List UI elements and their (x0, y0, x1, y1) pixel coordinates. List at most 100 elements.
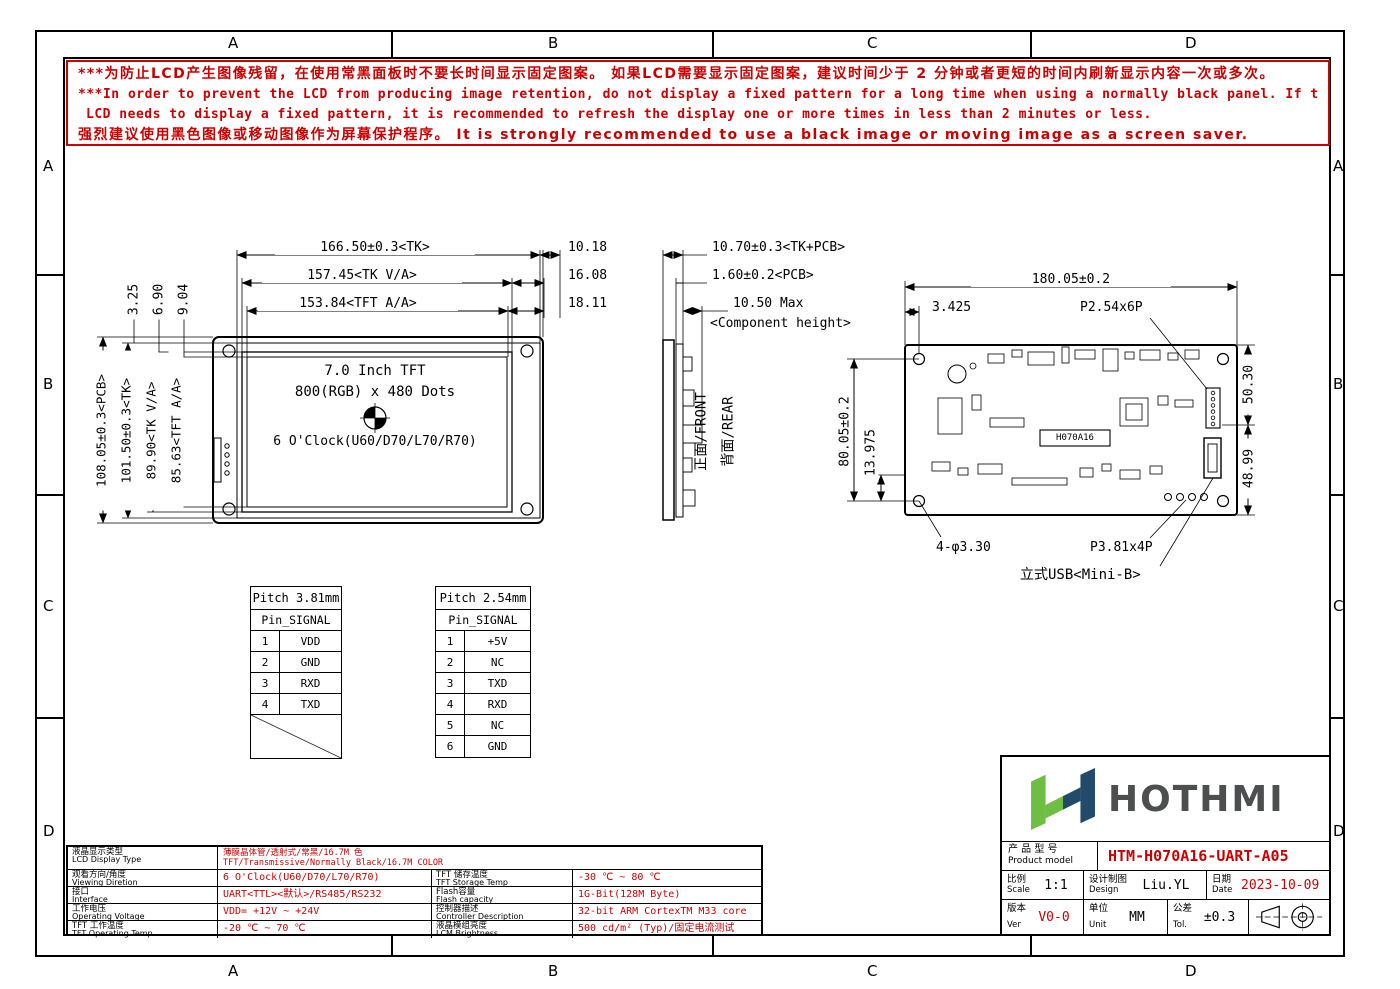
frame-tick (35, 494, 63, 496)
dim-front-height-tftaa: 85.63<TFT A/A> (168, 350, 184, 511)
spec-row-display-type: 液晶显示类型 LCD Display Type 薄膜晶体管/透射式/常黑/16.… (68, 847, 761, 870)
pin-signal: NC (490, 655, 505, 669)
pin-table-diagonal-cell (251, 715, 341, 758)
dim-front-top-3: 9.04 (176, 279, 192, 320)
dim-side-component-note: <Component height> (708, 316, 853, 331)
warning-line-en-2: LCD needs to display a fixed pattern, it… (86, 107, 1152, 122)
pin-number: 4 (251, 694, 280, 714)
pin-signal: TXD (300, 697, 321, 711)
unit-value: MM (1129, 909, 1145, 925)
pin-number: 2 (251, 652, 280, 672)
rear-usb-label: 立式USB<Mini-B> (1018, 567, 1143, 583)
grid-label-top-d: D (1185, 34, 1197, 52)
pin-row: 3 TXD (436, 673, 530, 694)
pin-number: 5 (436, 715, 465, 735)
pin-table-381-title: Pitch 3.81mm (251, 587, 341, 610)
pin-signal: TXD (487, 676, 508, 690)
dim-front-top-2: 6.90 (151, 279, 167, 320)
frame-tick (1331, 494, 1345, 496)
frame-tick (35, 717, 63, 719)
grid-label-right-c: C (1333, 597, 1344, 615)
spec-label-cn: 液晶显示类型 (72, 847, 124, 857)
rear-connector-top-label: P2.54x6P (1078, 300, 1145, 315)
pin-signal: RXD (300, 676, 321, 690)
hothmi-logo-icon (1031, 768, 1095, 830)
front-view-viewing-label: 6 O'Clock(U60/D70/L70/R70) (273, 434, 477, 449)
pin-row: 2 GND (251, 652, 341, 673)
design-value: Liu.YL (1142, 877, 1190, 893)
pin-table-381-header: Pin_SIGNAL (251, 610, 341, 631)
spec-table: 液晶显示类型 LCD Display Type 薄膜晶体管/透射式/常黑/16.… (66, 845, 763, 938)
front-view-size-label: 7.0 Inch TFT (324, 363, 426, 379)
brand-name: HOTHMI (1108, 778, 1285, 820)
grid-label-top-a: A (228, 34, 239, 52)
spec-value-interface: UART<TTL><默认>/RS485/RS232 (218, 887, 432, 903)
dim-front-width-tkva: 157.45<TK V/A> (262, 268, 462, 283)
grid-label-right-a: A (1333, 157, 1344, 175)
pin-row: 4 RXD (436, 694, 530, 715)
rear-board-label: H070A16 (1056, 433, 1094, 443)
frame-tick (712, 30, 714, 57)
product-model-value: HTM-H070A16-UART-A05 (1108, 847, 1289, 865)
spec-value-voltage: VDD= +12V ~ +24V (218, 904, 432, 920)
frame-tick (35, 274, 63, 276)
dim-front-width-tk: 166.50±0.3<TK> (275, 240, 475, 255)
pin-number: 3 (436, 673, 465, 693)
rear-hole-callout: 4-φ3.30 (934, 540, 993, 555)
product-model-label: 产 品 型 号 Product model (1002, 842, 1098, 870)
pin-signal: GND (300, 655, 321, 669)
version-value: V0-0 (1038, 909, 1070, 925)
dim-side-component-max: 10.50 Max (731, 296, 806, 311)
dim-rear-right-bottom: 48.99 (1241, 438, 1257, 499)
pin-signal: RXD (487, 697, 508, 711)
pin-number: 4 (436, 694, 465, 714)
dim-rear-height: 80.05±0.2 (837, 381, 853, 482)
dim-rear-hole-offset: 3.425 (930, 300, 974, 315)
pin-table-254-title: Pitch 2.54mm (436, 587, 530, 610)
logo-row: HOTHMI (1002, 757, 1329, 842)
dim-rear-height-b: 13.975 (863, 422, 879, 483)
spec-value-flash: 1G-Bit(128M Byte) (578, 889, 681, 900)
pin-number: 1 (251, 631, 280, 651)
dim-front-width-tftaa: 153.84<TFT A/A> (258, 296, 458, 311)
side-view-rear-label: 背面/REAR (720, 396, 737, 467)
dim-rear-right-top: 50.30 (1241, 354, 1257, 415)
pin-number: 2 (436, 652, 465, 672)
pin-signal: +5V (487, 634, 508, 648)
dim-front-height-tkva: 89.90<TK V/A> (143, 350, 159, 511)
spec-value-display-type: 薄膜晶体管/透射式/常黑/16.7M 色 TFT/Transmissive/No… (218, 847, 761, 869)
grid-label-top-b: B (548, 34, 559, 52)
frame-tick (1030, 936, 1032, 957)
grid-label-right-d: D (1333, 822, 1345, 840)
pin-table-254-header: Pin_SIGNAL (436, 610, 530, 631)
front-view-resolution-label: 800(RGB) x 480 Dots (294, 384, 456, 400)
third-angle-projection-icon (1255, 903, 1323, 931)
tolerance-value: ±0.3 (1203, 909, 1236, 925)
grid-label-left-a: A (43, 157, 54, 175)
warning-line-cn-1: ***为防止LCD产生图像残留，在使用常黑面板时不要长时间显示固定图案。 如果L… (78, 66, 1275, 82)
dim-front-right-1: 10.18 (566, 240, 610, 255)
frame-outer-border (35, 30, 1345, 957)
spec-value-brightness: 500 cd/m² (Typ)/固定电流测试 (578, 923, 735, 934)
spec-value-line1: 薄膜晶体管/透射式/常黑/16.7M 色 (223, 848, 363, 858)
frame-tick (391, 30, 393, 57)
spec-label-en: LCD Display Type (72, 855, 142, 864)
pin-number: 3 (251, 673, 280, 693)
frame-tick (1331, 274, 1345, 276)
